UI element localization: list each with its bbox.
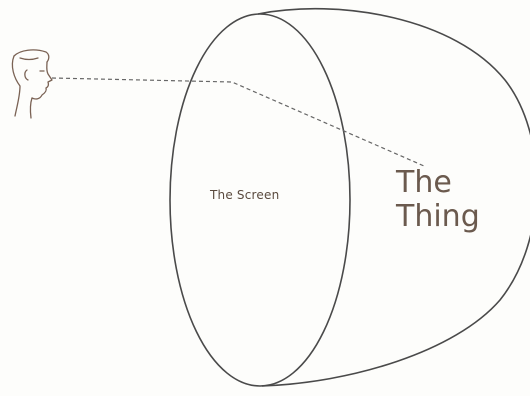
thing-label-line1: The	[396, 166, 480, 200]
sight-line	[52, 78, 424, 166]
thing-label: The Thing	[396, 166, 480, 234]
screen-label: The Screen	[210, 188, 279, 202]
thing-label-line2: Thing	[396, 200, 480, 234]
thing-dome-outline	[258, 9, 530, 386]
viewer-head-icon	[12, 50, 52, 118]
